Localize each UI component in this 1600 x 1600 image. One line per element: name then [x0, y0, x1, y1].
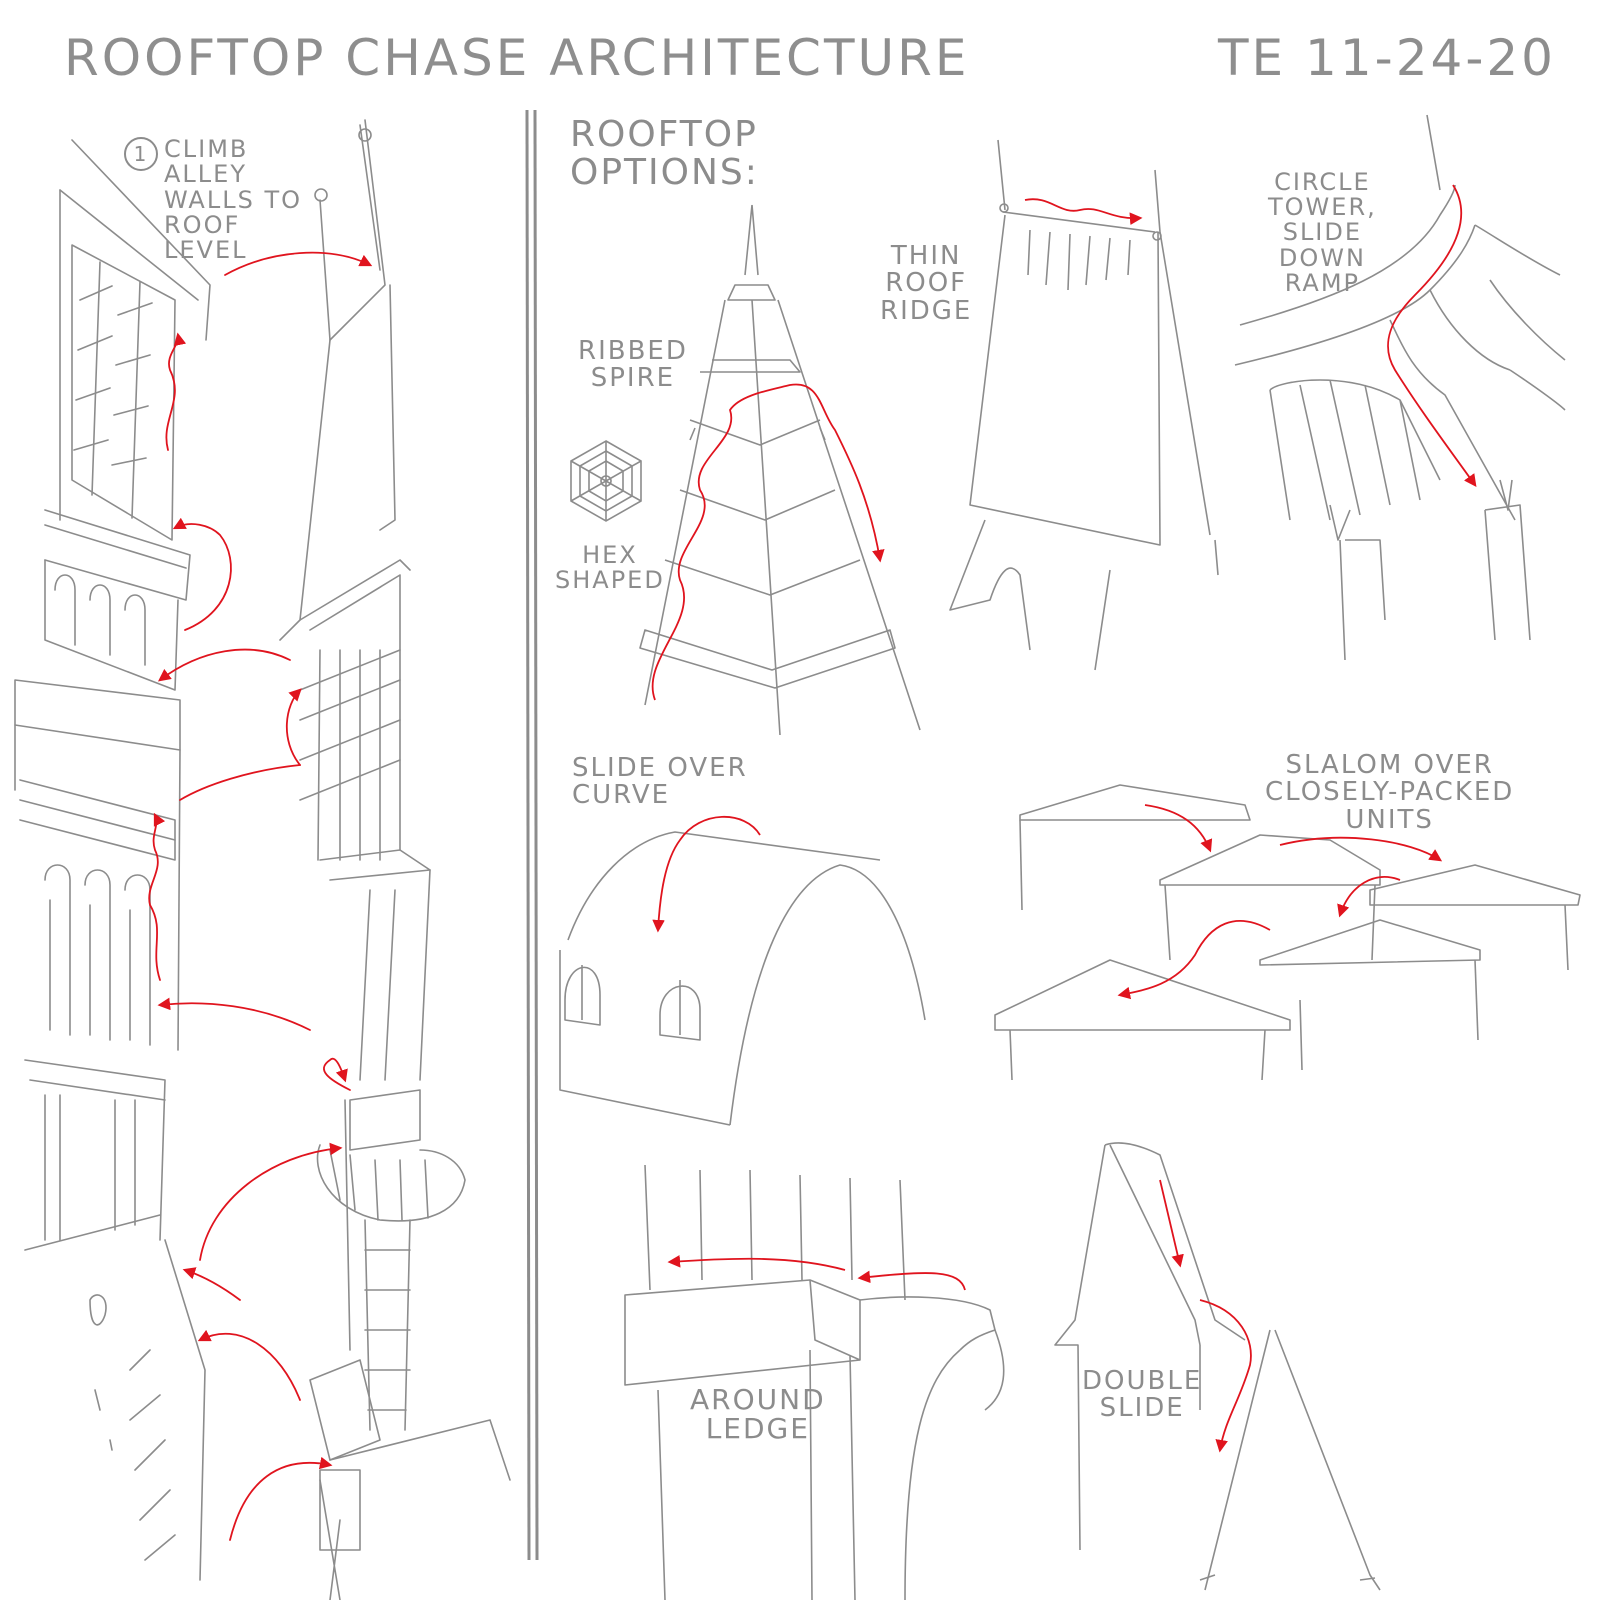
ledge-sketch [625, 1165, 1004, 1600]
ribbed-spire-label: Ribbed Spire [578, 336, 688, 394]
hex-plan-icon [571, 441, 641, 521]
alley-step-text: Climb Alley Walls to Roof Level [164, 135, 302, 264]
hex-shaped-label: Hex Shaped [555, 541, 665, 595]
around-ledge-label: Around Ledge [690, 1383, 826, 1446]
curve-route-arrow [652, 817, 760, 933]
double-slide-route-arrows [1160, 1180, 1251, 1453]
tower-route-arrow [1388, 185, 1477, 488]
thin-roof-ridge-label: Thin Roof Ridge [880, 241, 973, 326]
circle-tower-sketch [1235, 115, 1565, 660]
spire-route-arrow [653, 384, 885, 700]
thin-ridge-sketch [950, 140, 1218, 670]
alley-route-arrows [149, 253, 373, 1540]
ledge-route-arrows [667, 1255, 965, 1290]
page-title: Rooftop Chase Architecture [64, 29, 970, 87]
slalom-route-arrows [1117, 805, 1443, 1000]
slalom-label: Slalom Over Closely-Packed Units [1265, 750, 1515, 835]
ridge-route-arrow [1025, 199, 1143, 225]
panel-divider [527, 110, 537, 1560]
rooftop-options-heading: Rooftop Options: [570, 114, 759, 193]
double-slide-sketch [1055, 1143, 1380, 1590]
alley-step-label: 1Climb Alley Walls to Roof Level [124, 112, 302, 263]
circle-tower-label: Circle Tower, Slide Down Ramp [1268, 168, 1377, 297]
slalom-roofs-sketch [995, 785, 1580, 1080]
ribbed-spire-sketch [640, 205, 920, 735]
double-slide-label: Double Slide [1082, 1366, 1203, 1424]
step-number-badge: 1 [124, 137, 158, 172]
curve-roof-sketch [560, 832, 925, 1125]
alley-sketch [15, 120, 510, 1600]
slide-over-curve-label: Slide Over Curve [572, 753, 748, 811]
artist-signature: TE 11-24-20 [1218, 29, 1556, 87]
